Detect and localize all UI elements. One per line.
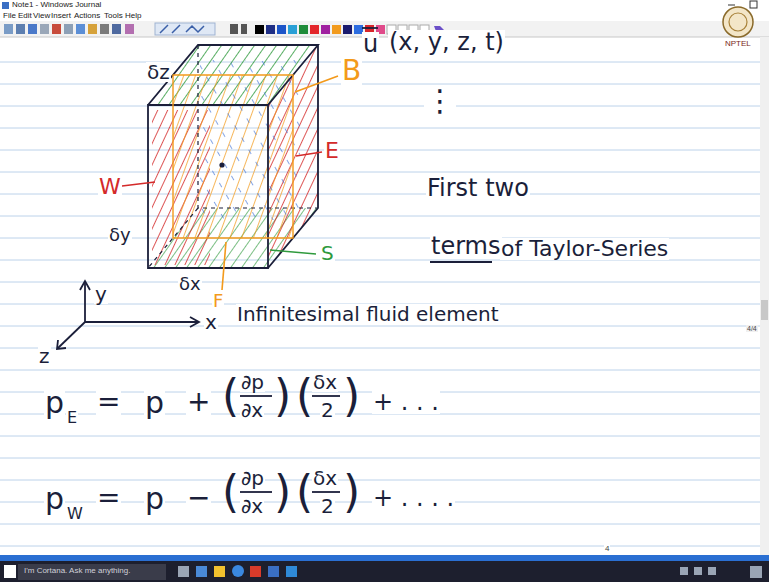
fraction-part: δx xyxy=(312,468,338,488)
subscript: W xyxy=(66,506,84,522)
equation-term: = xyxy=(96,388,121,416)
equation-term: p xyxy=(144,388,165,418)
logo-text: NPTEL xyxy=(724,40,752,48)
fraction-part: ∂x xyxy=(240,496,264,516)
search-box-text: I'm Cortana. Ask me anything. xyxy=(24,567,130,575)
fraction-part: δx xyxy=(312,372,338,392)
parenthesis: ( xyxy=(222,470,239,514)
fraction-part: ∂x xyxy=(240,400,264,420)
menu-item: View xyxy=(33,12,50,20)
parenthesis: ( xyxy=(222,374,239,418)
dimension-label: δy xyxy=(108,226,132,244)
page-count: 4/4 xyxy=(746,325,758,332)
fraction-part: ∂p xyxy=(240,372,265,392)
face-label: S xyxy=(320,243,335,263)
dimension-label: δx xyxy=(178,275,202,293)
window-title: Note1 - Windows Journal xyxy=(12,1,101,9)
note-text: First two xyxy=(426,176,530,200)
parenthesis: ) xyxy=(274,470,291,514)
taskbar-icons xyxy=(178,565,762,578)
symbol: u xyxy=(362,32,379,56)
subscript: E xyxy=(66,410,78,426)
equation-term: p xyxy=(44,484,65,514)
equation-term: = xyxy=(96,484,121,512)
caption-note: Infinitesimal fluid element xyxy=(236,304,500,324)
parenthesis: ) xyxy=(343,470,360,514)
face-label: B xyxy=(341,57,362,85)
fraction-part: ∂p xyxy=(240,468,265,488)
equation-term: p xyxy=(144,484,165,514)
parenthesis: ( xyxy=(296,374,313,418)
axis-label: z xyxy=(38,346,51,366)
ellipsis: ⋮ xyxy=(424,86,456,116)
menu-item: Insert xyxy=(51,12,71,20)
parenthesis: ) xyxy=(343,374,360,418)
equation-term: p xyxy=(44,388,65,418)
axis-label: x xyxy=(204,312,218,332)
face-label: F xyxy=(212,292,224,310)
menu-item: Actions xyxy=(74,12,100,20)
page-number: 4 xyxy=(604,545,610,553)
axis-label: y xyxy=(94,284,108,304)
function-args: (x, y, z, t) xyxy=(388,30,505,54)
ruled-lines xyxy=(0,62,760,546)
handwriting-strokes xyxy=(240,28,492,492)
equation-term: − xyxy=(186,484,211,512)
nptel-logo xyxy=(723,7,753,37)
equation-term: + . . . . xyxy=(372,486,455,510)
dimension-label: δz xyxy=(146,62,171,82)
menu-item: Help xyxy=(125,12,141,20)
parenthesis: ) xyxy=(274,374,291,418)
menu-item: File xyxy=(3,12,16,20)
face-label: E xyxy=(324,140,340,162)
face-label: W xyxy=(98,176,122,198)
equation-term: + . . . xyxy=(372,390,440,414)
note-text: terms xyxy=(430,234,502,258)
menu-item: Edit xyxy=(18,12,32,20)
leader-lines xyxy=(122,76,338,290)
parenthesis: ( xyxy=(296,470,313,514)
menu-item: Tools xyxy=(104,12,123,20)
equation-term: + xyxy=(186,388,211,416)
fraction-part: 2 xyxy=(320,496,335,516)
fluid-element-cube xyxy=(148,45,318,268)
fraction-part: 2 xyxy=(320,400,335,420)
note-text: of Taylor-Series xyxy=(500,238,669,260)
